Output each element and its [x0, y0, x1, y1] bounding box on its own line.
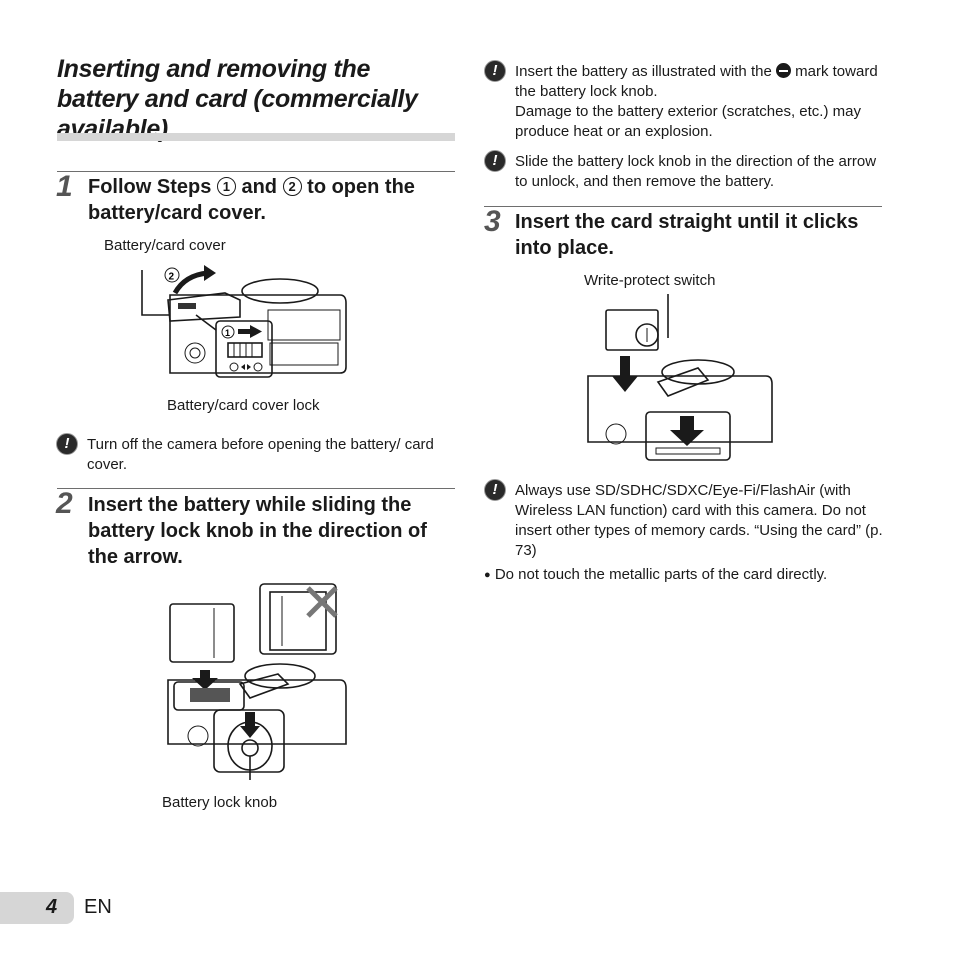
- card-insert-illustration: [587, 294, 773, 461]
- step2-heading: Insert the battery while sliding the bat…: [88, 494, 427, 568]
- svg-text:1: 1: [225, 328, 230, 338]
- step3-note: Always use SD/SDHC/SDXC/Eye-Fi/FlashAir …: [515, 482, 883, 559]
- title-underline-bar: [57, 133, 455, 141]
- right-note-1-text-c: Damage to the battery exterior (scratche…: [515, 103, 861, 140]
- step1-number: 1: [56, 170, 73, 203]
- page-number-tab: [0, 892, 74, 924]
- step1-heading: Follow Steps 1 and 2 to open the battery…: [88, 174, 448, 226]
- right-note-2: Slide the battery lock knob in the direc…: [515, 153, 877, 190]
- step3-bullet-item: ● Do not touch the metallic parts of the…: [484, 565, 884, 585]
- write-protect-switch-label: Write-protect switch: [584, 272, 716, 289]
- step1-note: Turn off the camera before opening the b…: [87, 436, 434, 473]
- step-circle-2: 2: [282, 177, 302, 196]
- page-language: EN: [84, 896, 112, 918]
- step1-text-b: and: [241, 176, 278, 198]
- camera-cover-illustration: 2 1: [141, 265, 347, 378]
- right-note-1-text-a: Insert the battery as illustrated with t…: [515, 63, 772, 80]
- bullet-icon: ●: [484, 569, 491, 581]
- step2-number: 2: [56, 487, 73, 520]
- warning-icon: !: [484, 150, 506, 172]
- step1-divider: [57, 171, 455, 172]
- svg-text:2: 2: [169, 272, 175, 283]
- right-note-1-text-b: mark toward the battery lock knob.: [515, 63, 878, 100]
- step3-divider: [484, 206, 882, 207]
- warning-icon: !: [484, 479, 506, 501]
- warning-icon: !: [484, 60, 506, 82]
- battery-lock-knob-label: Battery lock knob: [162, 794, 278, 811]
- page-number: 4: [46, 896, 58, 918]
- right-note-1: Insert the battery as illustrated with t…: [515, 62, 887, 142]
- minus-mark-icon: [775, 63, 791, 78]
- step3-heading: Insert the card straight until it clicks…: [515, 211, 859, 259]
- step1-text-a: Follow Steps: [88, 176, 212, 198]
- step2-divider: [57, 488, 455, 489]
- battery-card-cover-lock-label: Battery/card cover lock: [167, 397, 320, 414]
- battery-card-cover-label: Battery/card cover: [104, 237, 226, 254]
- step3-number: 3: [484, 205, 501, 238]
- warning-icon: !: [56, 433, 78, 455]
- page-title: Inserting and removing the battery and c…: [57, 55, 418, 143]
- battery-insert-illustration: [167, 583, 347, 780]
- step1-text-c: to open the battery/card cover.: [88, 176, 415, 224]
- step-circle-1: 1: [216, 177, 236, 196]
- step3-bullet-text: Do not touch the metallic parts of the c…: [494, 566, 828, 583]
